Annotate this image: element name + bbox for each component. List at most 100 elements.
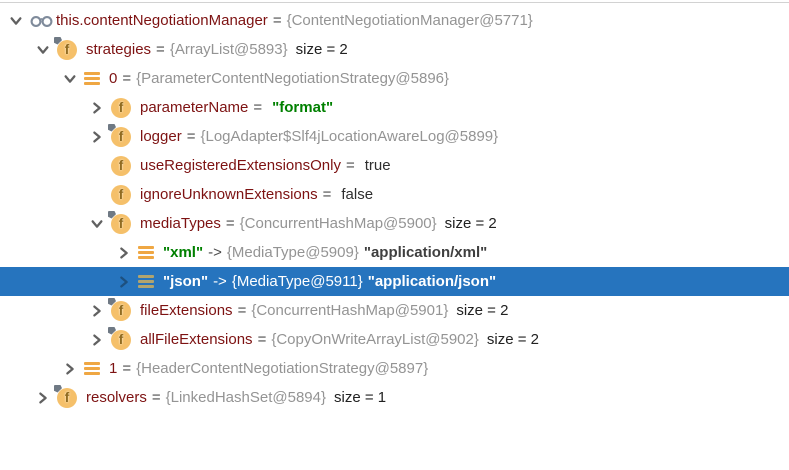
- field-icon-letter: f: [118, 186, 124, 202]
- chevron-down-icon[interactable]: [89, 216, 105, 232]
- final-pin-icon: [54, 384, 62, 393]
- type-reference: {ParameterContentNegotiationStrategy@589…: [136, 70, 450, 87]
- type-reference: {MediaType@5911}: [231, 273, 363, 290]
- array-item-icon: [138, 245, 154, 261]
- chevron-down-icon[interactable]: [62, 71, 78, 87]
- field-icon-letter: f: [64, 41, 70, 57]
- field-icon: f: [111, 184, 131, 205]
- tree-row[interactable]: f fileExtensions={ConcurrentHashMap@5901}…: [0, 296, 789, 325]
- field-icon-letter: f: [118, 302, 124, 318]
- size-info: size = 2: [444, 215, 497, 232]
- final-pin-icon: [108, 210, 116, 219]
- variable-name: allFileExtensions: [140, 331, 253, 348]
- field-icon: f: [108, 297, 131, 321]
- field-icon: f: [54, 384, 77, 408]
- chevron-right-icon[interactable]: [89, 303, 105, 319]
- size-info: size = 1: [333, 389, 387, 406]
- variable-name: fileExtensions: [140, 302, 233, 319]
- final-pin-icon: [54, 36, 62, 45]
- tree-row[interactable]: 0={ParameterContentNegotiationStrategy@5…: [0, 64, 789, 93]
- final-pin-icon: [108, 326, 116, 335]
- field-icon-letter: f: [118, 331, 124, 347]
- chevron-right-icon[interactable]: [89, 332, 105, 348]
- chevron-right-icon[interactable]: [89, 129, 105, 145]
- variable-name: "xml": [163, 244, 204, 261]
- variable-name: mediaTypes: [140, 215, 221, 232]
- chevron-right-icon[interactable]: [116, 245, 132, 261]
- separator: =: [272, 12, 282, 29]
- chevron-right-icon[interactable]: [116, 274, 132, 290]
- variable-value: false: [341, 186, 374, 203]
- variable-name: logger: [140, 128, 182, 145]
- expander-spacer: [89, 158, 105, 174]
- type-reference: {HeaderContentNegotiationStrategy@5897}: [136, 360, 429, 377]
- array-item-icon: [84, 71, 100, 87]
- field-icon: f: [111, 155, 131, 176]
- tree-row[interactable]: "xml"->{MediaType@5909}"application/xml": [0, 238, 789, 267]
- separator: =: [186, 128, 196, 145]
- tree-row[interactable]: f resolvers={LinkedHashSet@5894} size = 1: [0, 383, 789, 412]
- tree-row[interactable]: "json"->{MediaType@5911}"application/jso…: [0, 267, 789, 296]
- variable-name: parameterName: [140, 99, 249, 116]
- separator: =: [151, 389, 161, 406]
- field-icon: f: [111, 97, 131, 118]
- chevron-right-icon[interactable]: [62, 361, 78, 377]
- tree-row[interactable]: f ignoreUnknownExtensions= false: [0, 180, 789, 209]
- size-info: size = 2: [486, 331, 539, 348]
- variable-value: true: [364, 157, 391, 174]
- type-reference: {ConcurrentHashMap@5900}: [239, 215, 437, 232]
- variable-name: ignoreUnknownExtensions: [140, 186, 318, 203]
- field-icon: f: [108, 123, 131, 147]
- watch-icon: [30, 14, 53, 28]
- size-info: size = 2: [295, 41, 348, 58]
- variable-name: strategies: [86, 41, 152, 58]
- array-item-icon: [138, 274, 154, 290]
- tree-row[interactable]: f useRegisteredExtensionsOnly= true: [0, 151, 789, 180]
- separator: =: [225, 215, 235, 232]
- type-reference: {MediaType@5909}: [226, 244, 359, 261]
- field-icon: f: [54, 36, 77, 60]
- field-icon-letter: f: [64, 389, 70, 405]
- field-icon: f: [108, 326, 131, 350]
- field-icon-letter: f: [118, 157, 124, 173]
- tree-row[interactable]: this.contentNegotiationManager={ContentN…: [0, 6, 789, 35]
- type-reference: {ConcurrentHashMap@5901}: [251, 302, 449, 319]
- field-icon-letter: f: [118, 99, 124, 115]
- chevron-right-icon[interactable]: [35, 390, 51, 406]
- variable-name: 1: [109, 360, 118, 377]
- expander-spacer: [89, 187, 105, 203]
- final-pin-icon: [108, 297, 116, 306]
- variable-value: "format": [272, 99, 334, 116]
- separator: =: [237, 302, 247, 319]
- type-reference: {LinkedHashSet@5894}: [165, 389, 326, 406]
- separator: =: [253, 99, 263, 116]
- separator: =: [322, 186, 332, 203]
- variable-name: useRegisteredExtensionsOnly: [140, 157, 341, 174]
- separator: =: [257, 331, 267, 348]
- field-icon-letter: f: [118, 128, 124, 144]
- separator: =: [122, 360, 132, 377]
- chevron-down-icon[interactable]: [35, 42, 51, 58]
- array-item-icon: [84, 361, 100, 377]
- variable-name: 0: [109, 70, 118, 87]
- type-reference: {LogAdapter$Slf4jLocationAwareLog@5899}: [200, 128, 499, 145]
- tree-row[interactable]: f mediaTypes={ConcurrentHashMap@5900} size…: [0, 209, 789, 238]
- type-reference: {ArrayList@5893}: [169, 41, 288, 58]
- size-info: size = 2: [456, 302, 509, 319]
- field-icon-letter: f: [118, 215, 124, 231]
- chevron-right-icon[interactable]: [89, 100, 105, 116]
- separator: ->: [208, 244, 222, 261]
- tree-row[interactable]: f parameterName= "format": [0, 93, 789, 122]
- tree-row[interactable]: 1={HeaderContentNegotiationStrategy@5897…: [0, 354, 789, 383]
- separator: =: [345, 157, 355, 174]
- variable-name: resolvers: [86, 389, 147, 406]
- variable-name: "json": [163, 273, 209, 290]
- variable-value: "application/xml": [363, 244, 488, 261]
- chevron-down-icon[interactable]: [8, 13, 24, 29]
- type-reference: {ContentNegotiationManager@5771}: [286, 12, 533, 29]
- separator: =: [122, 70, 132, 87]
